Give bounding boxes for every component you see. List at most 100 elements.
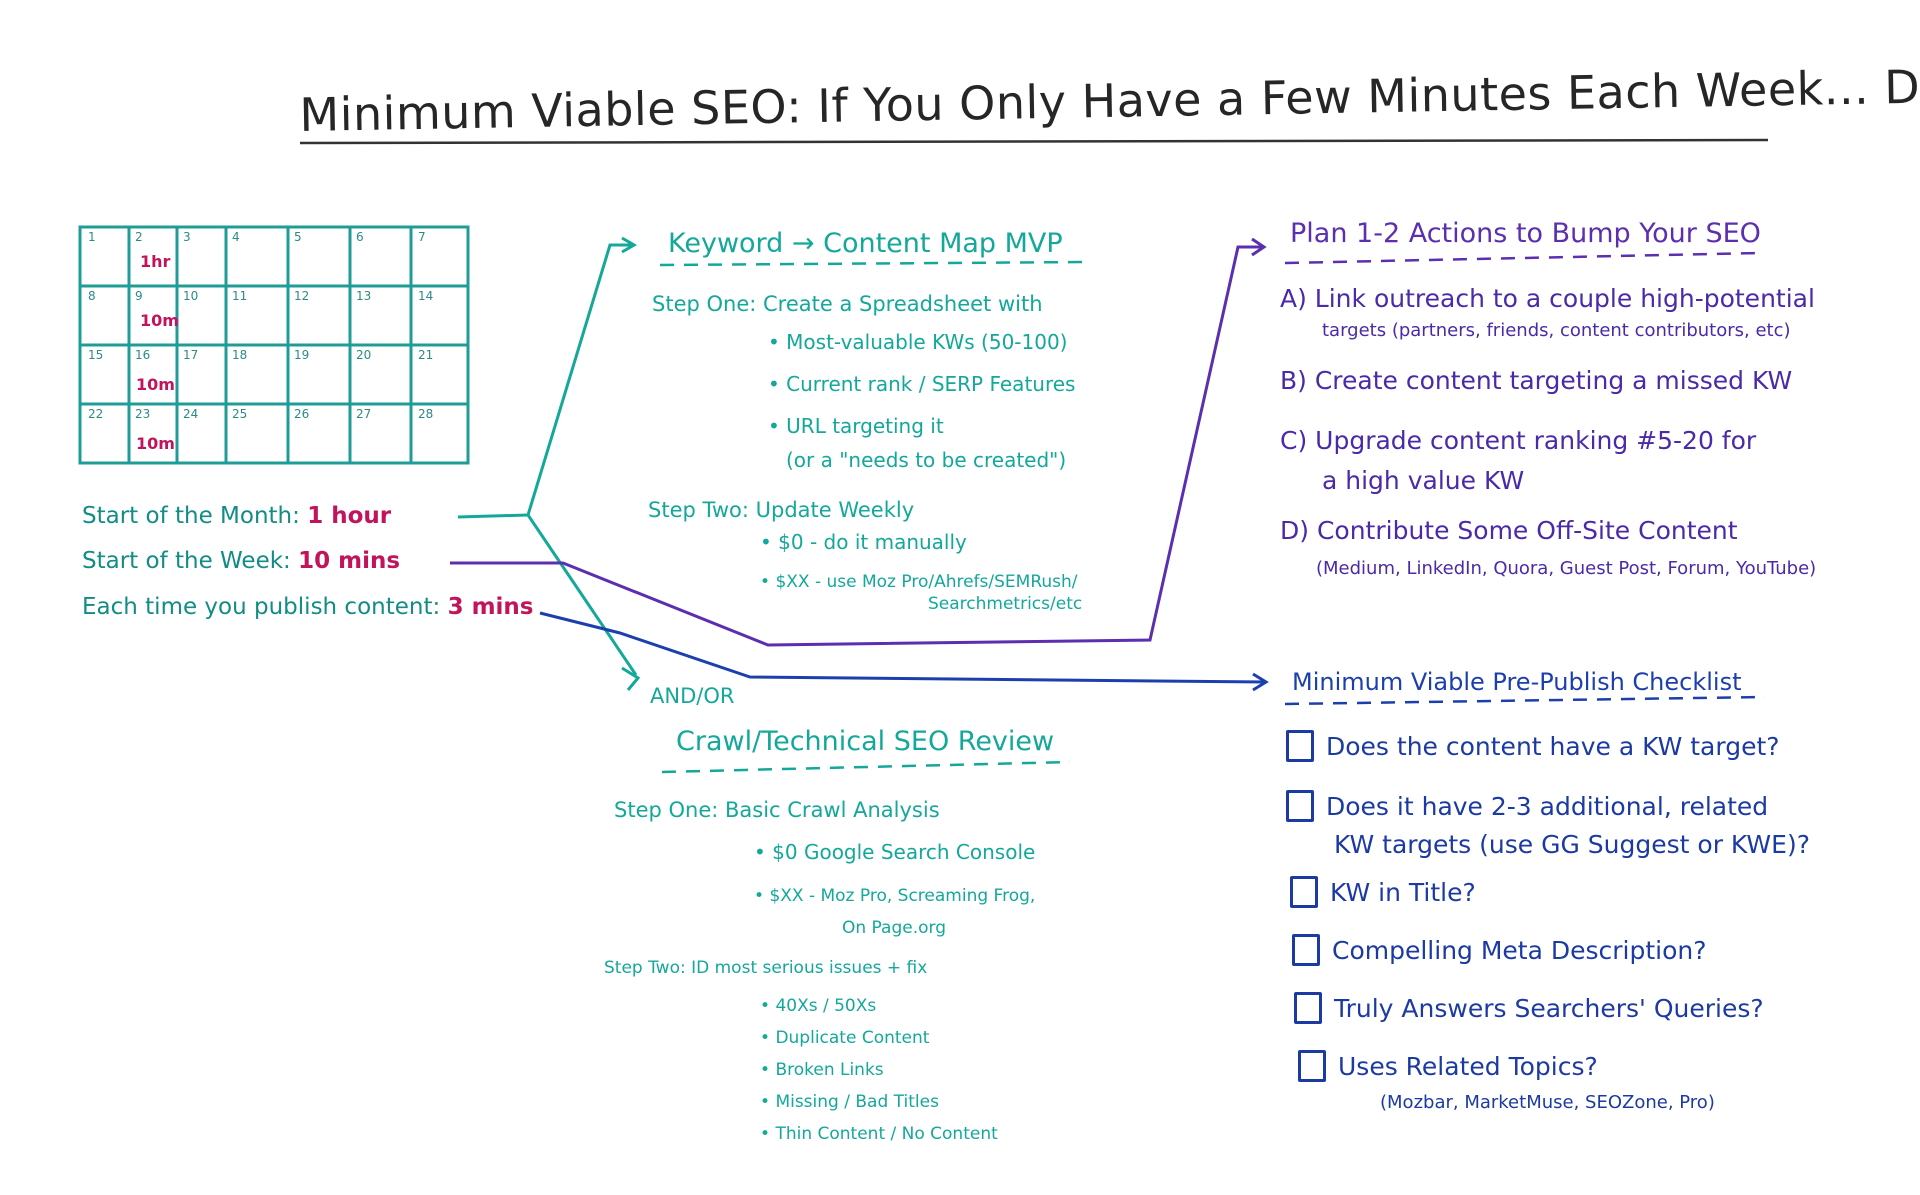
calendar-day: 1	[88, 230, 96, 244]
keyword-bullet-cont: Searchmetrics/etc	[928, 594, 1083, 614]
calendar-day: 11	[232, 289, 248, 303]
checklist-item[interactable]: Truly Answers Searchers' Queries?	[1294, 992, 1764, 1024]
checklist-item[interactable]: Does it have 2-3 additional, related	[1286, 790, 1768, 822]
crawl-step-two: Step Two: ID most serious issues + fix	[604, 958, 928, 978]
action-item: A) Link outreach to a couple high-potent…	[1280, 284, 1815, 313]
keyword-step-one: Step One: Create a Spreadsheet with	[652, 292, 1043, 316]
checkbox[interactable]	[1286, 790, 1314, 822]
calendar-day: 7	[418, 230, 426, 244]
calendar-day: 15	[88, 348, 104, 362]
purple-connector	[450, 237, 1267, 647]
checkbox[interactable]	[1286, 730, 1314, 762]
crawl-bullet: • Thin Content / No Content	[760, 1124, 998, 1144]
action-item: D) Contribute Some Off-Site Content	[1280, 516, 1738, 545]
checklist-item[interactable]: KW in Title?	[1290, 876, 1476, 908]
keyword-bullet: • URL targeting it	[768, 414, 944, 438]
checkbox[interactable]	[1294, 992, 1322, 1024]
keyword-step-two: Step Two: Update Weekly	[648, 498, 915, 522]
calendar-day: 21	[418, 348, 434, 362]
calendar-day: 2	[135, 230, 143, 244]
checklist-item-sub: (Mozbar, MarketMuse, SEOZone, Pro)	[1380, 1092, 1715, 1113]
calendar-day: 23	[135, 407, 151, 421]
keyword-bullet: • $0 - do it manually	[760, 530, 967, 554]
calendar-day: 19	[294, 348, 310, 362]
and-or-label: AND/OR	[650, 684, 735, 708]
calendar-day: 16	[135, 348, 151, 362]
calendar-day: 5	[294, 230, 302, 244]
calendar-day: 25	[232, 407, 248, 421]
calendar-day: 13	[356, 289, 372, 303]
keyword-bullet: • Most-valuable KWs (50-100)	[768, 330, 1068, 354]
keyword-underline	[659, 260, 1089, 267]
checklist-heading: Minimum Viable Pre-Publish Checklist	[1292, 668, 1742, 696]
actions-heading: Plan 1-2 Actions to Bump Your SEO	[1290, 218, 1761, 249]
schedule-value: 3 mins	[447, 594, 534, 620]
calendar-grid	[78, 225, 470, 465]
action-item-sub: targets (partners, friends, content cont…	[1322, 320, 1791, 341]
checklist-item-label: Does it have 2-3 additional, related	[1326, 791, 1769, 821]
checklist-item[interactable]: Does the content have a KW target?	[1286, 730, 1780, 762]
calendar-mark: 1hr	[140, 252, 171, 271]
checkbox[interactable]	[1290, 876, 1318, 908]
crawl-heading: Crawl/Technical SEO Review	[676, 726, 1055, 757]
title-underline	[299, 138, 1769, 145]
crawl-bullet: • 40Xs / 50Xs	[760, 996, 877, 1016]
calendar-mark: 10m	[136, 375, 175, 394]
crawl-step-one: Step One: Basic Crawl Analysis	[614, 798, 940, 822]
actions-underline	[1284, 251, 1761, 265]
checklist-item[interactable]: Uses Related Topics?	[1298, 1050, 1598, 1082]
schedule-value: 1 hour	[307, 503, 392, 529]
schedule-label: Start of the Month:	[82, 503, 300, 529]
action-item-sub: (Medium, LinkedIn, Quora, Guest Post, Fo…	[1316, 558, 1817, 579]
keyword-bullet: • Current rank / SERP Features	[768, 372, 1076, 396]
checklist-item-label: Truly Answers Searchers' Queries?	[1334, 993, 1764, 1023]
crawl-bullet: • Missing / Bad Titles	[760, 1092, 939, 1112]
calendar-day: 14	[418, 289, 434, 303]
schedule-row: Start of the Week: 10 mins	[82, 548, 400, 574]
checkbox[interactable]	[1298, 1050, 1326, 1082]
schedule-label: Each time you publish content:	[82, 594, 441, 620]
checklist-underline	[1284, 695, 1766, 706]
calendar-day: 20	[356, 348, 372, 362]
checklist-item-label: Uses Related Topics?	[1338, 1051, 1598, 1081]
crawl-bullet: • Duplicate Content	[760, 1028, 930, 1048]
crawl-bullet: • $XX - Moz Pro, Screaming Frog,	[754, 886, 1036, 906]
checklist-item-label: KW in Title?	[1330, 877, 1476, 907]
calendar-mark: 10m	[140, 311, 179, 330]
calendar-day: 9	[135, 289, 143, 303]
calendar-day: 6	[356, 230, 364, 244]
blue-connector	[539, 611, 1269, 692]
calendar-day: 22	[88, 407, 104, 421]
crawl-bullet: • $0 Google Search Console	[754, 840, 1036, 864]
schedule-label: Start of the Week:	[82, 548, 291, 574]
calendar-day: 12	[294, 289, 310, 303]
checkbox[interactable]	[1292, 934, 1320, 966]
schedule-row: Each time you publish content: 3 mins	[82, 594, 534, 620]
checklist-item-label: Does the content have a KW target?	[1326, 731, 1780, 761]
calendar-day: 17	[183, 348, 199, 362]
teal-connectors	[457, 236, 641, 691]
calendar-day: 26	[294, 407, 310, 421]
checklist-item[interactable]: Compelling Meta Description?	[1292, 934, 1707, 966]
calendar-day: 10	[183, 289, 199, 303]
calendar-day: 27	[356, 407, 372, 421]
calendar-day: 28	[418, 407, 434, 421]
keyword-bullet-cont: (or a "needs to be created")	[786, 448, 1067, 472]
keyword-map-heading: Keyword → Content Map MVP	[668, 228, 1063, 259]
checklist-item-label: Compelling Meta Description?	[1332, 935, 1707, 965]
crawl-bullet-cont: On Page.org	[842, 918, 947, 938]
crawl-bullet: • Broken Links	[760, 1060, 884, 1080]
checklist-item-sub: KW targets (use GG Suggest or KWE)?	[1334, 830, 1810, 859]
keyword-bullet: • $XX - use Moz Pro/Ahrefs/SEMRush/	[760, 572, 1078, 592]
calendar-day: 18	[232, 348, 248, 362]
schedule-value: 10 mins	[298, 548, 401, 574]
crawl-underline	[661, 760, 1071, 774]
calendar-day: 24	[183, 407, 199, 421]
calendar-day: 3	[183, 230, 191, 244]
calendar-day: 4	[232, 230, 240, 244]
calendar-mark: 10m	[136, 434, 175, 453]
schedule-row: Start of the Month: 1 hour	[82, 503, 391, 529]
action-item: C) Upgrade content ranking #5-20 for	[1280, 426, 1757, 455]
